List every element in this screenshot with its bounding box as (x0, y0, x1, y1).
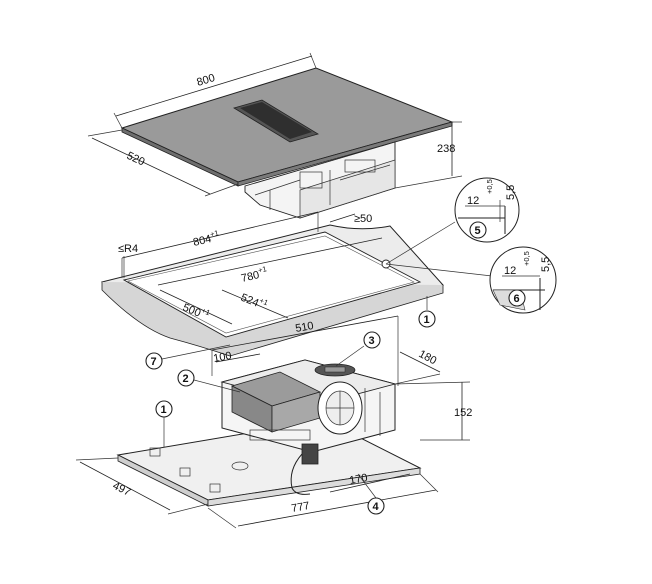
detail6-height: 5,5 (540, 257, 552, 272)
dim-unit-height: 152 (454, 407, 472, 419)
dim-side-offset: 170 (348, 472, 368, 487)
dim-gap-min: ≥50 (354, 213, 372, 225)
callout-1-right: 1 (424, 314, 430, 326)
callout-1-left: 1 (161, 404, 167, 416)
dim-radius: ≤R4 (118, 243, 138, 255)
detail6-tolerance: +0,5 (522, 251, 531, 266)
callout-5: 5 (475, 225, 481, 237)
hob-appliance (120, 67, 454, 219)
callouts-middle: 1 7 (145, 296, 436, 370)
callout-6: 6 (514, 293, 520, 305)
fan-unit (220, 359, 397, 495)
dim-cutout-outer-width: 804+1 (191, 228, 221, 249)
callout-7: 7 (151, 356, 157, 368)
dim-hob-width: 800 (195, 72, 216, 89)
dim-unit-width: 510 (294, 320, 314, 335)
callout-2: 2 (183, 373, 189, 385)
dim-base-depth: 497 (111, 480, 133, 499)
dim-hob-height: 238 (437, 143, 455, 155)
callout-3: 3 (369, 335, 375, 347)
callout-4: 4 (373, 501, 380, 513)
detail5-height: 5,5 (505, 185, 517, 200)
detail6-width: 12 (504, 265, 516, 277)
dim-cutout-inner-width: 780+1 (239, 264, 269, 285)
dim-base-width: 777 (290, 500, 310, 515)
callouts-bottom: 2 3 1 4 (155, 331, 385, 515)
detail5-tolerance: +0,5 (485, 179, 494, 194)
detail-5: 12 5,5 +0,5 5 (454, 177, 520, 243)
dim-unit-depth: 180 (417, 348, 439, 367)
dim-unit-offset: 100 (212, 350, 232, 365)
dim-hob-depth: 520 (125, 150, 147, 169)
detail-6: 12 5,5 +0,5 6 (489, 246, 557, 314)
detail5-width: 12 (467, 195, 479, 207)
worktop-cutout: 804+1 780+1 500+1 524+1 ≤R4 (101, 211, 493, 357)
